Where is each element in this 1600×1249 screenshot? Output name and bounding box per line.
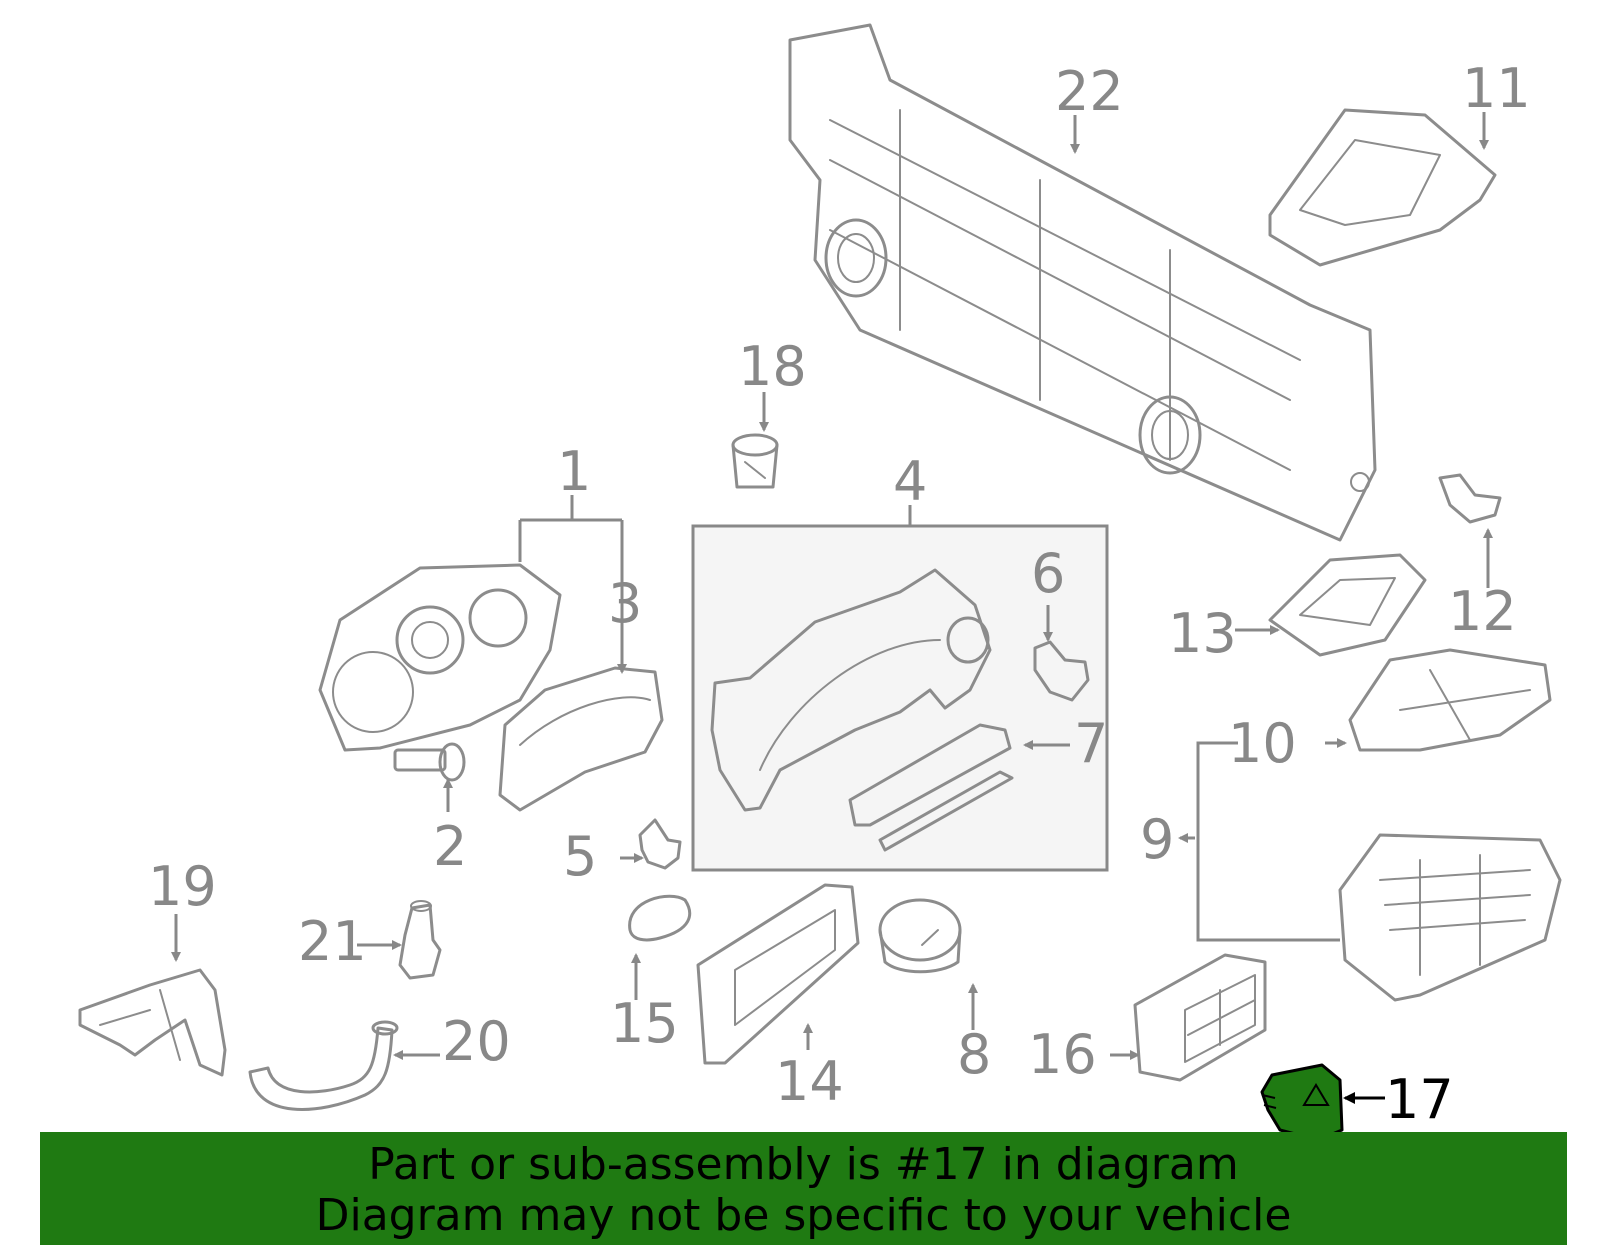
- callout-1: 1: [557, 440, 591, 503]
- callout-3: 3: [608, 572, 642, 635]
- callout-7: 7: [1074, 712, 1108, 775]
- callout-4: 4: [893, 450, 927, 513]
- callout-16: 16: [1028, 1023, 1097, 1086]
- callout-10: 10: [1228, 712, 1297, 775]
- part-10-module-cover[interactable]: [1348, 648, 1552, 752]
- part-18-clip[interactable]: [731, 433, 779, 489]
- callout-6: 6: [1031, 542, 1065, 605]
- part-22-climate-control-panel[interactable]: [788, 23, 1377, 542]
- part-17-hazard-switch[interactable]: [1260, 1063, 1344, 1142]
- banner-line-part: Part or sub-assembly is #17 in diagram: [368, 1139, 1239, 1190]
- callout-17: 17: [1385, 1068, 1454, 1131]
- banner-line-disclaimer: Diagram may not be specific to your vehi…: [315, 1190, 1292, 1241]
- part-20-hose[interactable]: [248, 1020, 399, 1111]
- part-8-knob[interactable]: [878, 898, 962, 974]
- part-5-bracket[interactable]: [638, 818, 682, 870]
- part-1-instrument-cluster[interactable]: [318, 563, 562, 752]
- part-15-switch[interactable]: [628, 894, 692, 942]
- callout-5: 5: [563, 825, 597, 888]
- callout-labels: 22 11 18 1 3 2 4 6 7 5 15 14 8 12 13 10 …: [148, 57, 1531, 1131]
- callout-15: 15: [610, 992, 679, 1055]
- callout-21: 21: [298, 910, 367, 973]
- part-16-switch-panel[interactable]: [1133, 953, 1267, 1082]
- part-9-module[interactable]: [1338, 833, 1562, 1002]
- callout-22: 22: [1055, 60, 1124, 123]
- callout-19: 19: [148, 855, 217, 918]
- callout-2: 2: [433, 815, 467, 878]
- part-11-display-bezel[interactable]: [1268, 108, 1497, 267]
- part-2-screw[interactable]: [393, 742, 466, 782]
- part-3-cluster-lens[interactable]: [498, 666, 664, 812]
- callout-13: 13: [1168, 602, 1237, 665]
- part-19-bracket[interactable]: [78, 968, 227, 1077]
- leader-lines: [171, 112, 1493, 1104]
- part-13-bracket[interactable]: [1268, 553, 1427, 657]
- callout-8: 8: [957, 1023, 991, 1086]
- part-4-cluster-surround[interactable]: [710, 568, 992, 812]
- part-7-trim-strips[interactable]: [848, 723, 1014, 852]
- callout-9: 9: [1140, 808, 1174, 871]
- callout-12: 12: [1448, 580, 1517, 643]
- part-21-sensor[interactable]: [398, 900, 442, 980]
- info-banner: Part or sub-assembly is #17 in diagram D…: [40, 1132, 1567, 1245]
- part-6-clip[interactable]: [1033, 640, 1090, 702]
- callout-20: 20: [442, 1010, 511, 1073]
- part-4-group-box: [691, 524, 1109, 872]
- callout-14: 14: [775, 1050, 844, 1113]
- callout-18: 18: [738, 335, 807, 398]
- part-14-display-screen[interactable]: [696, 883, 860, 1065]
- callout-11: 11: [1462, 57, 1531, 120]
- part-12-clip[interactable]: [1438, 473, 1502, 524]
